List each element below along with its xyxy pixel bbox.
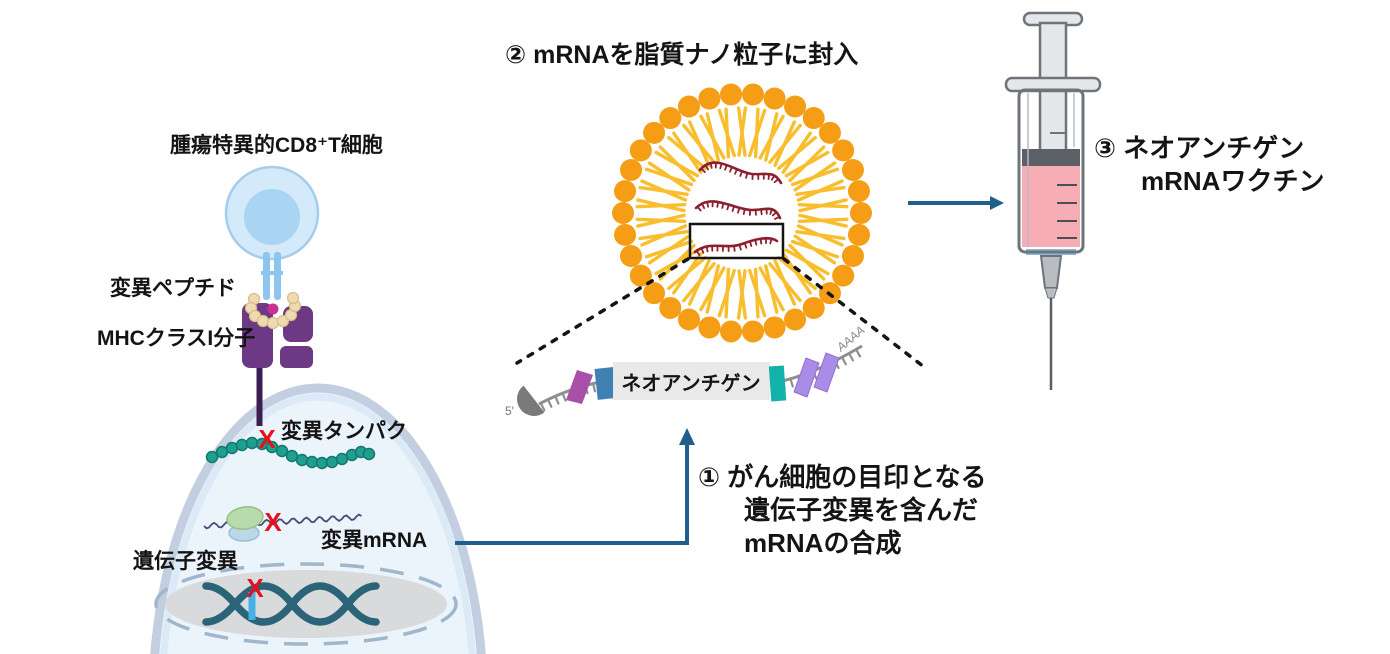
- t-cell-label: 腫瘍特異的CD8⁺T細胞: [170, 133, 383, 157]
- ribosome-large-subunit: [226, 506, 264, 530]
- ribosome-mrna: X: [203, 506, 362, 542]
- nucleus: X: [154, 562, 458, 646]
- tcr-crossbar: [261, 271, 283, 275]
- step1-line2: 遺伝子変異を含んだ: [744, 495, 978, 525]
- zoom-dash-right: [782, 257, 930, 372]
- protein-mutation-x: X: [258, 424, 276, 454]
- t-cell: [224, 165, 320, 300]
- cell-membrane-inner: [160, 393, 476, 654]
- neoantigen-box: [613, 362, 770, 400]
- step1-line1: ① がん細胞の目印となる: [698, 462, 986, 492]
- dna-mutation-bar: [248, 592, 256, 620]
- dna-helix: [202, 582, 380, 626]
- step3-line2: mRNAワクチン: [1141, 166, 1324, 196]
- nucleus-membrane: [154, 562, 458, 646]
- arrow-step1-head: [679, 428, 695, 445]
- zoom-box: [688, 222, 785, 260]
- lnp-mrna-strand: [698, 161, 783, 185]
- step2-title: ② mRNAを脂質ナノ粒子に封入: [505, 40, 858, 69]
- mutant-peptide-label: 変異ペプチド: [110, 276, 236, 300]
- arrow-step1: [455, 428, 695, 545]
- utr-element-teal: [768, 365, 787, 402]
- lnp-mrna-strands: [693, 161, 783, 256]
- liquid-graduation-ticks: [1057, 184, 1077, 239]
- step1-text: ① がん細胞の目印となる 遺伝子変異を含んだ mRNAの合成: [698, 462, 986, 558]
- utr-element-magenta: [566, 370, 593, 404]
- needle-hub: [1039, 255, 1063, 289]
- lnp-mrna-strand: [693, 236, 779, 254]
- mhc-label: MHCクラスI分子: [97, 327, 255, 350]
- gene-mutation-label: 遺伝子変異: [133, 549, 238, 573]
- needle-hub-tip: [1044, 287, 1058, 299]
- arrow-step1-line: [455, 438, 689, 545]
- lipid-nanoparticle: [515, 83, 930, 372]
- syringe-liquid: [1022, 166, 1080, 247]
- arrow-step3-head: [990, 196, 1004, 210]
- mutant-mrna-label: 変異mRNA: [321, 528, 427, 552]
- nucleus-body: [165, 570, 447, 638]
- tcr-icon: [261, 252, 283, 300]
- tcr-chain-left: [263, 252, 270, 300]
- zoom-dash-left: [515, 257, 690, 365]
- mrna-mutation-x: X: [264, 507, 282, 537]
- step3-line1: ③ ネオアンチゲン: [1094, 133, 1304, 163]
- five-prime-cap: [517, 385, 545, 416]
- mutant-peptide-beads: [244, 291, 302, 330]
- polya-element-2: [813, 352, 840, 393]
- lnp-mrna-strand: [694, 200, 782, 220]
- tcr-chain-right: [274, 252, 281, 300]
- polya-label: AAAA: [833, 323, 867, 355]
- mhc-bottom-right-block: [280, 346, 313, 368]
- polya-element-1: [793, 357, 820, 398]
- syringe: [1004, 11, 1102, 390]
- five-prime-label: 5': [505, 404, 514, 418]
- lnp-lipid-ring: [612, 83, 872, 343]
- mhc-molecule: [242, 291, 313, 426]
- mutant-protein-chain: [205, 436, 376, 470]
- step1-line3: mRNAの合成: [744, 528, 901, 558]
- syringe-barrel: [1017, 88, 1085, 254]
- mrna-construct: 5' ネオアンチゲン AAAA: [505, 323, 867, 418]
- t-cell-nucleus: [244, 189, 300, 245]
- mhc-stem: [256, 368, 263, 426]
- utr-element-blue: [594, 367, 617, 400]
- step3-text: ③ ネオアンチゲン mRNAワクチン: [1094, 133, 1324, 196]
- mutant-protein-label: 変異タンパク: [281, 419, 407, 443]
- neoantigen-label: ネオアンチゲン: [621, 372, 760, 395]
- dna-mutation-x: X: [246, 573, 264, 603]
- arrow-step3: [908, 196, 1004, 210]
- dna-strand-b: [202, 582, 380, 626]
- syringe-stopper: [1022, 149, 1080, 166]
